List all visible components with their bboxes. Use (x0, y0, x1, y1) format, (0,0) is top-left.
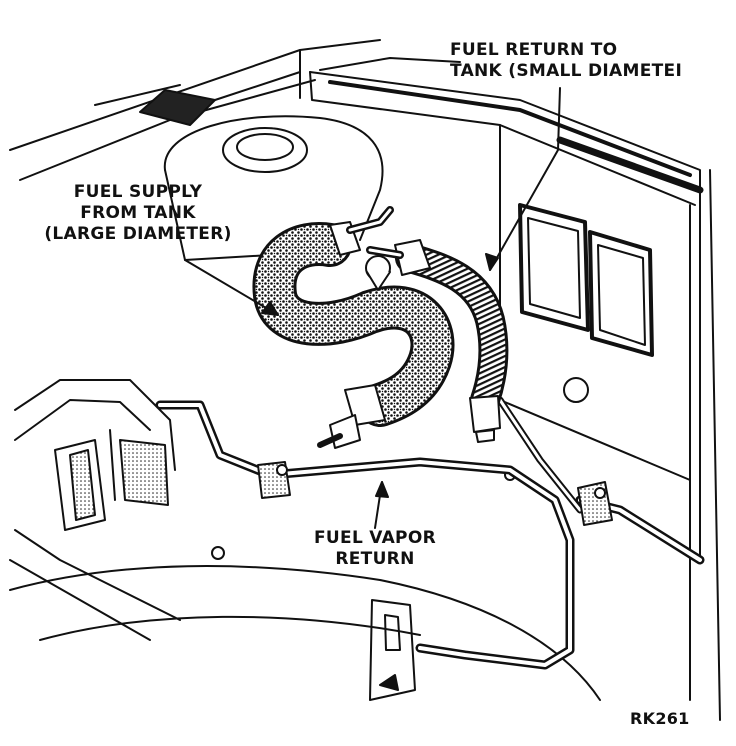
fuel-return-hose (365, 239, 509, 443)
lower-left-structure (9, 379, 516, 641)
fuel-vapor-return-line (155, 396, 705, 670)
fuel-return-line1: FUEL RETURN TO (450, 40, 618, 60)
fuel-return-callout: FUEL RETURN TO TANK (SMALL DIAMETEI (450, 40, 696, 82)
leader-line-supply (184, 259, 279, 316)
fuel-supply-line3: (LARGE DIAMETER) (44, 224, 232, 244)
leader-line-vapor (374, 481, 389, 529)
fuel-supply-callout: FUEL SUPPLY FROM TANK (LARGE DIAMETER) (40, 182, 236, 245)
fuel-return-line2: TANK (SMALL DIAMETEI (450, 61, 683, 81)
fuel-vapor-line1: FUEL VAPOR (314, 528, 436, 548)
wheel-well (9, 565, 601, 701)
fuel-supply-line1: FUEL SUPPLY (73, 182, 203, 202)
leader-line-return (485, 87, 561, 271)
access-slots (518, 203, 654, 403)
fuel-vapor-callout: FUEL VAPOR RETURN (300, 528, 450, 570)
fuel-supply-line2: FROM TANK (80, 203, 196, 223)
cowl-panel (9, 39, 461, 181)
figure-code: RK261 (630, 709, 690, 728)
fuel-vapor-line2: RETURN (335, 549, 415, 569)
fuel-supply-hose (252, 206, 455, 449)
mounting-bracket (369, 599, 416, 701)
